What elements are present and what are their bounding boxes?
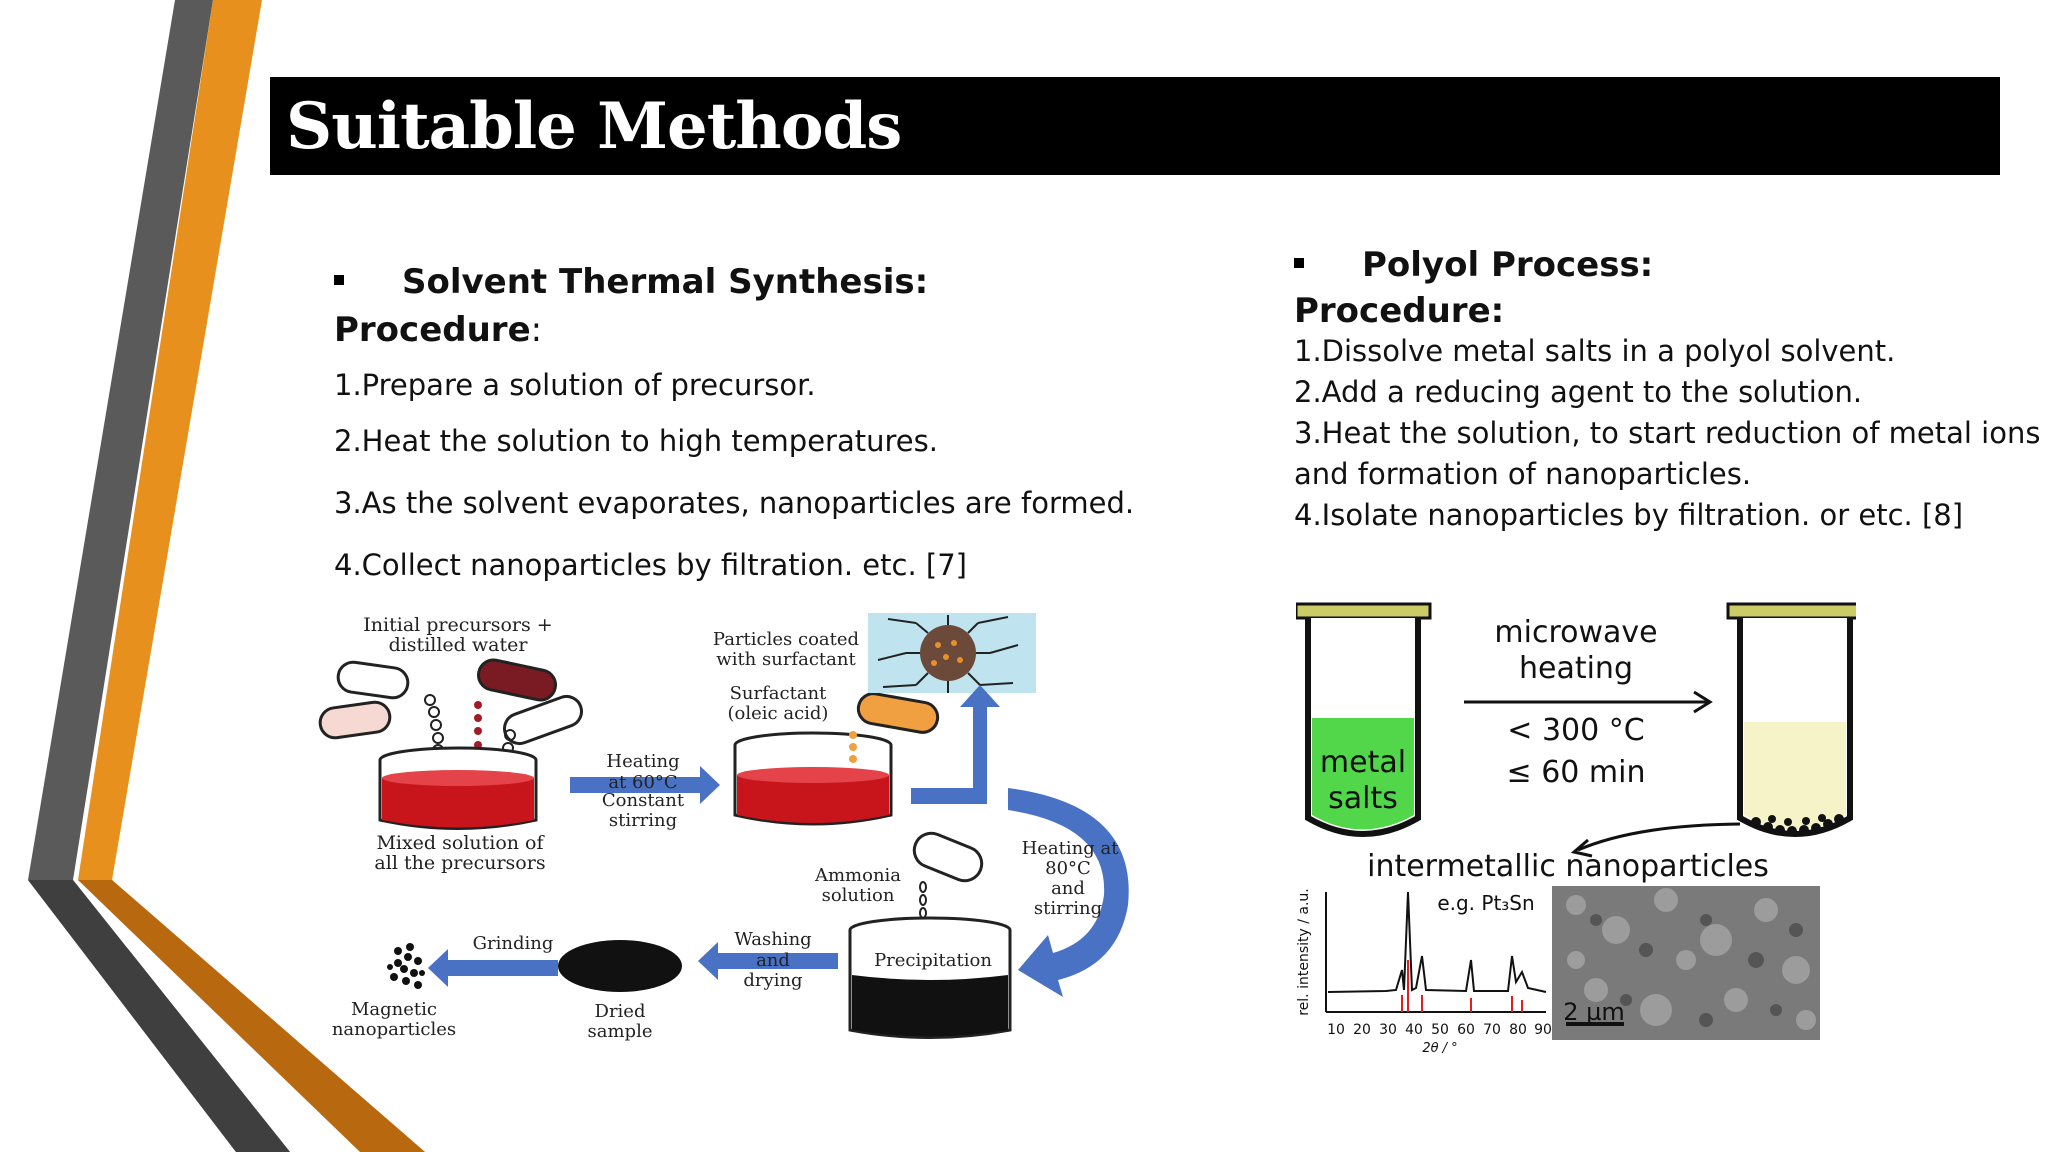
temperature-label: < 300 °C [1507,713,1644,748]
tube-cap [1296,602,1432,620]
square-bullet-icon [334,274,344,285]
solvothermal-diagram: Initial precursors + distilled water Mix… [318,613,1129,1042]
surfactant-tube [856,692,940,734]
arrow-up [911,685,1000,804]
microwave-label: microwave [1494,615,1657,650]
ammonia-label: Ammonia [814,865,901,886]
section-heading: Polyol Process: [1294,245,2040,285]
metal-salt-solution [1312,718,1414,830]
oleic-acid-label: (oleic acid) [728,703,829,724]
svg-text:90: 90 [1534,1022,1552,1038]
red-drops [474,701,482,749]
coated-label: Particles coated [713,629,859,650]
svg-text:20: 20 [1353,1022,1371,1038]
svg-text:70: 70 [1483,1022,1501,1038]
constant-label: Constant [602,790,685,811]
svg-text:50: 50 [1431,1022,1449,1038]
dried-label: Dried [595,1001,646,1022]
x-ticks: 10 20 30 40 50 60 70 80 90 [1327,1022,1552,1038]
dried-sample [558,940,682,992]
svg-text:30: 30 [1379,1022,1397,1038]
example-label: e.g. Pt₃Sn [1437,891,1534,915]
nanoparticles-label: nanoparticles [332,1019,456,1040]
metal-label: metal [1320,745,1406,780]
washing-label: Washing [734,929,811,950]
coated-particle [877,615,1019,693]
nanoparticle-cluster [387,943,425,989]
beaker-precipitation [848,916,1012,1039]
precipitate [1751,814,1844,836]
procedure-label: Procedure: [334,310,543,350]
reference-lines [1401,960,1523,1012]
step-2: 2.Heat the solution to high temperatures… [334,424,938,458]
drying-label: drying [743,970,802,991]
ammonia-tube [912,831,984,883]
arrow-left [698,942,838,980]
polyol-section: Polyol Process: Procedure: 1.Dissolve me… [1294,245,2040,536]
procedure-label: Procedure: [1294,291,1505,331]
stirring-label: stirring [609,810,677,831]
heating-label: Heating [606,751,679,772]
initial-precursors-label: Initial precursors + [363,614,552,636]
temp-80-label: 80°C [1045,858,1091,879]
polyol-diagram: metal salts microwave heating < 300 °C ≤… [1296,602,1856,1056]
scale-bar-label: 2 µm [1563,998,1625,1026]
slide-title: Suitable Methods [286,89,902,164]
mixed-solution-label: Mixed solution of [376,832,545,854]
beaker-mixed [378,746,538,830]
intermetallic-label: intermetallic nanoparticles [1367,849,1769,884]
surfactant-coated-label: with surfactant [716,649,856,670]
surfactant-label: Surfactant [730,683,828,704]
section-heading: Solvent Thermal Synthesis: [334,262,1134,302]
and-label: and [756,950,790,971]
arrow-left [428,949,558,987]
tube-cap [1726,602,1856,620]
step-4: 4.Isolate nanoparticles by filtration. o… [1294,498,1964,532]
svg-text:40: 40 [1405,1022,1423,1038]
magnetic-label: Magnetic [351,999,437,1020]
and-label: and [1051,878,1085,899]
sample-label: sample [588,1021,653,1042]
step-2: 2.Add a reducing agent to the solution. [1294,375,1863,409]
step-4: 4.Collect nanoparticles by filtration. e… [334,548,967,582]
x-axis-label: 2θ / ° [1422,1041,1457,1056]
title-bar: Suitable Methods [270,77,2000,175]
y-axis-label: rel. intensity / a.u. [1296,888,1312,1016]
heating-at-label: Heating at [1022,838,1120,859]
step-3: 3.As the solvent evaporates, nanoparticl… [334,486,1135,520]
orange-drops [849,731,857,763]
svg-text:10: 10 [1327,1022,1345,1038]
solvent-thermal-section: Solvent Thermal Synthesis: Procedure: 1.… [334,262,1134,584]
precursor-tubes [318,658,583,746]
grinding-label: Grinding [473,933,554,954]
arrowhead-icon [1570,838,1593,858]
svg-text:80: 80 [1509,1022,1527,1038]
curved-arrow [1577,822,1741,852]
time-label: ≤ 60 min [1507,755,1646,790]
all-precursors-label: all the precursors [374,852,545,874]
arrowhead-icon [1693,690,1713,714]
salts-label: salts [1328,781,1398,816]
precipitation-label: Precipitation [874,950,992,971]
square-bullet-icon [1294,257,1304,268]
curved-arrow [1008,788,1129,997]
xrd-plot: rel. intensity / a.u. e.g. Pt₃Sn 10 20 3… [1296,888,1552,1056]
temp-label: at 60°C [608,772,677,793]
step-1: 1.Dissolve metal salts in a polyol solve… [1294,334,1896,368]
step-3: 3.Heat the solution, to start reduction … [1294,416,2041,450]
step-1: 1.Prepare a solution of precursor. [334,368,816,402]
reduced-solution [1744,722,1846,830]
decorative-chevron [28,0,425,1152]
beaker-surfactant [733,731,893,826]
svg-text:60: 60 [1457,1022,1475,1038]
distilled-water-label: distilled water [389,634,529,656]
drop-chain [424,694,516,756]
solution-label: solution [822,885,895,906]
step-3-continued: and formation of nanoparticles. [1294,457,1752,491]
arrow-right [570,766,720,804]
stirring-label: stirring [1034,898,1102,919]
heating-label: heating [1519,651,1633,686]
sem-image: 2 µm [1552,886,1820,1040]
